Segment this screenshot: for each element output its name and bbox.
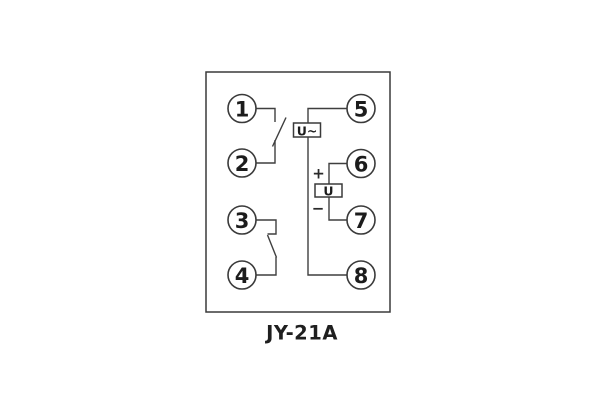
polarity-plus-label: + <box>312 165 325 183</box>
contact-blade-3-4 <box>266 234 278 258</box>
dc-wire-6 <box>328 162 347 184</box>
contact-1-2 <box>256 107 287 164</box>
dc-output-branch: U + − <box>312 162 347 221</box>
polarity-minus-label: − <box>312 200 325 218</box>
relay-outline <box>205 71 391 313</box>
supply-wire-5-8 <box>307 107 347 276</box>
terminal-7-circle <box>346 205 376 235</box>
terminal-2-circle <box>227 148 257 178</box>
terminal-6: 6 <box>346 148 376 179</box>
terminal-1-circle <box>227 93 257 124</box>
terminal-5: 5 <box>346 93 376 124</box>
terminal-5-number: 5 <box>354 98 369 122</box>
terminal-8: 8 <box>346 260 376 290</box>
terminal-3-circle <box>227 205 257 235</box>
terminal-3-number: 3 <box>235 209 250 233</box>
terminal-8-circle <box>346 260 376 290</box>
terminal-8-number: 8 <box>354 264 369 288</box>
terminal-7-number: 7 <box>354 209 369 233</box>
dc-wire-7 <box>328 197 347 221</box>
ac-voltage-box-label: U~ <box>297 123 318 138</box>
terminal-5-circle <box>346 93 376 124</box>
model-label: JY-21A <box>264 322 338 345</box>
terminal-4-wire <box>256 257 277 276</box>
terminal-1-number: 1 <box>235 98 250 122</box>
terminal-7: 7 <box>346 205 376 235</box>
terminal-4: 4 <box>227 260 257 290</box>
terminal-6-circle <box>346 148 376 179</box>
terminal-2-number: 2 <box>235 152 250 176</box>
dc-voltage-box-label: U <box>323 183 333 198</box>
contact-3-4 <box>256 219 278 276</box>
terminal-4-number: 4 <box>235 264 250 288</box>
ac-voltage-box <box>292 122 322 138</box>
terminal-3: 3 <box>227 205 257 235</box>
terminal-2-wire <box>256 140 276 164</box>
contact-blade-1-2 <box>271 117 287 147</box>
terminal-1: 1 <box>227 93 257 124</box>
terminal-1-wire <box>256 107 276 122</box>
terminal-2: 2 <box>227 148 257 178</box>
ac-supply-branch: U~ <box>292 107 347 276</box>
terminal-4-circle <box>227 260 257 290</box>
terminal-6-number: 6 <box>354 153 369 177</box>
dc-voltage-box <box>314 183 343 198</box>
terminal-3-wire <box>256 219 277 235</box>
